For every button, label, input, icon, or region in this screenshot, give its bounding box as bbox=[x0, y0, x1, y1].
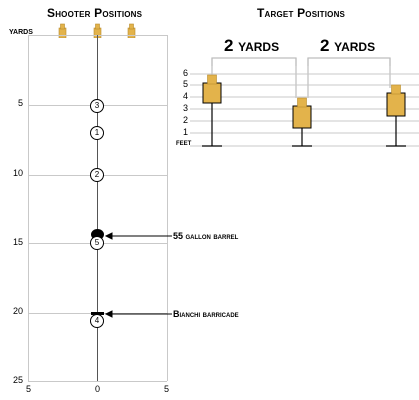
spacing-right-label: 2 yards bbox=[320, 36, 376, 55]
position-marker-1: 1 bbox=[90, 126, 104, 140]
spacing-brackets bbox=[211, 57, 391, 98]
grid-line-right bbox=[167, 35, 168, 381]
barricade-arrow bbox=[104, 310, 172, 318]
height-tick-5: 5 bbox=[183, 79, 189, 89]
col-tick-left: 5 bbox=[26, 384, 32, 394]
row-tick-5: 5 bbox=[18, 98, 24, 108]
height-tick-4: 4 bbox=[183, 91, 189, 101]
barrel-icon bbox=[91, 229, 104, 240]
position-marker-3: 3 bbox=[90, 99, 104, 113]
small-target-left bbox=[58, 23, 67, 38]
grid-line-left bbox=[28, 35, 29, 381]
position-marker-4: 4 bbox=[90, 314, 104, 328]
row-tick-10: 10 bbox=[13, 168, 24, 178]
position-marker-5: 5 bbox=[90, 236, 104, 250]
target-center bbox=[292, 97, 312, 147]
position-marker-2: 2 bbox=[90, 168, 104, 182]
height-tick-2: 2 bbox=[183, 115, 189, 125]
row-tick-20: 20 bbox=[13, 306, 24, 316]
target-positions-title: Target Positions bbox=[257, 6, 346, 20]
col-tick-center: 0 bbox=[95, 384, 101, 394]
barricade-icon bbox=[91, 312, 104, 315]
height-tick-1: 1 bbox=[183, 127, 189, 137]
grid-line-25 bbox=[28, 381, 167, 382]
height-unit-label: FEET bbox=[176, 141, 192, 147]
height-tick-3: 3 bbox=[183, 103, 189, 113]
yards-axis-label: YARDS bbox=[9, 29, 33, 36]
target-stands bbox=[190, 57, 419, 147]
target-right bbox=[386, 84, 406, 147]
barricade-label: Bianchi barricade bbox=[173, 309, 239, 319]
callout-arrows bbox=[104, 232, 172, 318]
barrel-label: 55 gallon barrel bbox=[173, 231, 239, 241]
spacing-left-label: 2 yards bbox=[224, 36, 280, 55]
center-axis bbox=[97, 35, 98, 381]
target-left bbox=[202, 74, 222, 147]
small-target-center bbox=[93, 23, 102, 38]
col-tick-right: 5 bbox=[164, 384, 170, 394]
row-tick-15: 15 bbox=[13, 237, 24, 247]
small-target-right bbox=[127, 23, 136, 38]
barrel-arrow bbox=[104, 232, 172, 240]
shooter-positions-title: Shooter Positions bbox=[47, 6, 143, 20]
height-tick-6: 6 bbox=[183, 68, 189, 78]
row-tick-25: 25 bbox=[13, 375, 24, 385]
shooter-panel-targets bbox=[58, 23, 136, 38]
